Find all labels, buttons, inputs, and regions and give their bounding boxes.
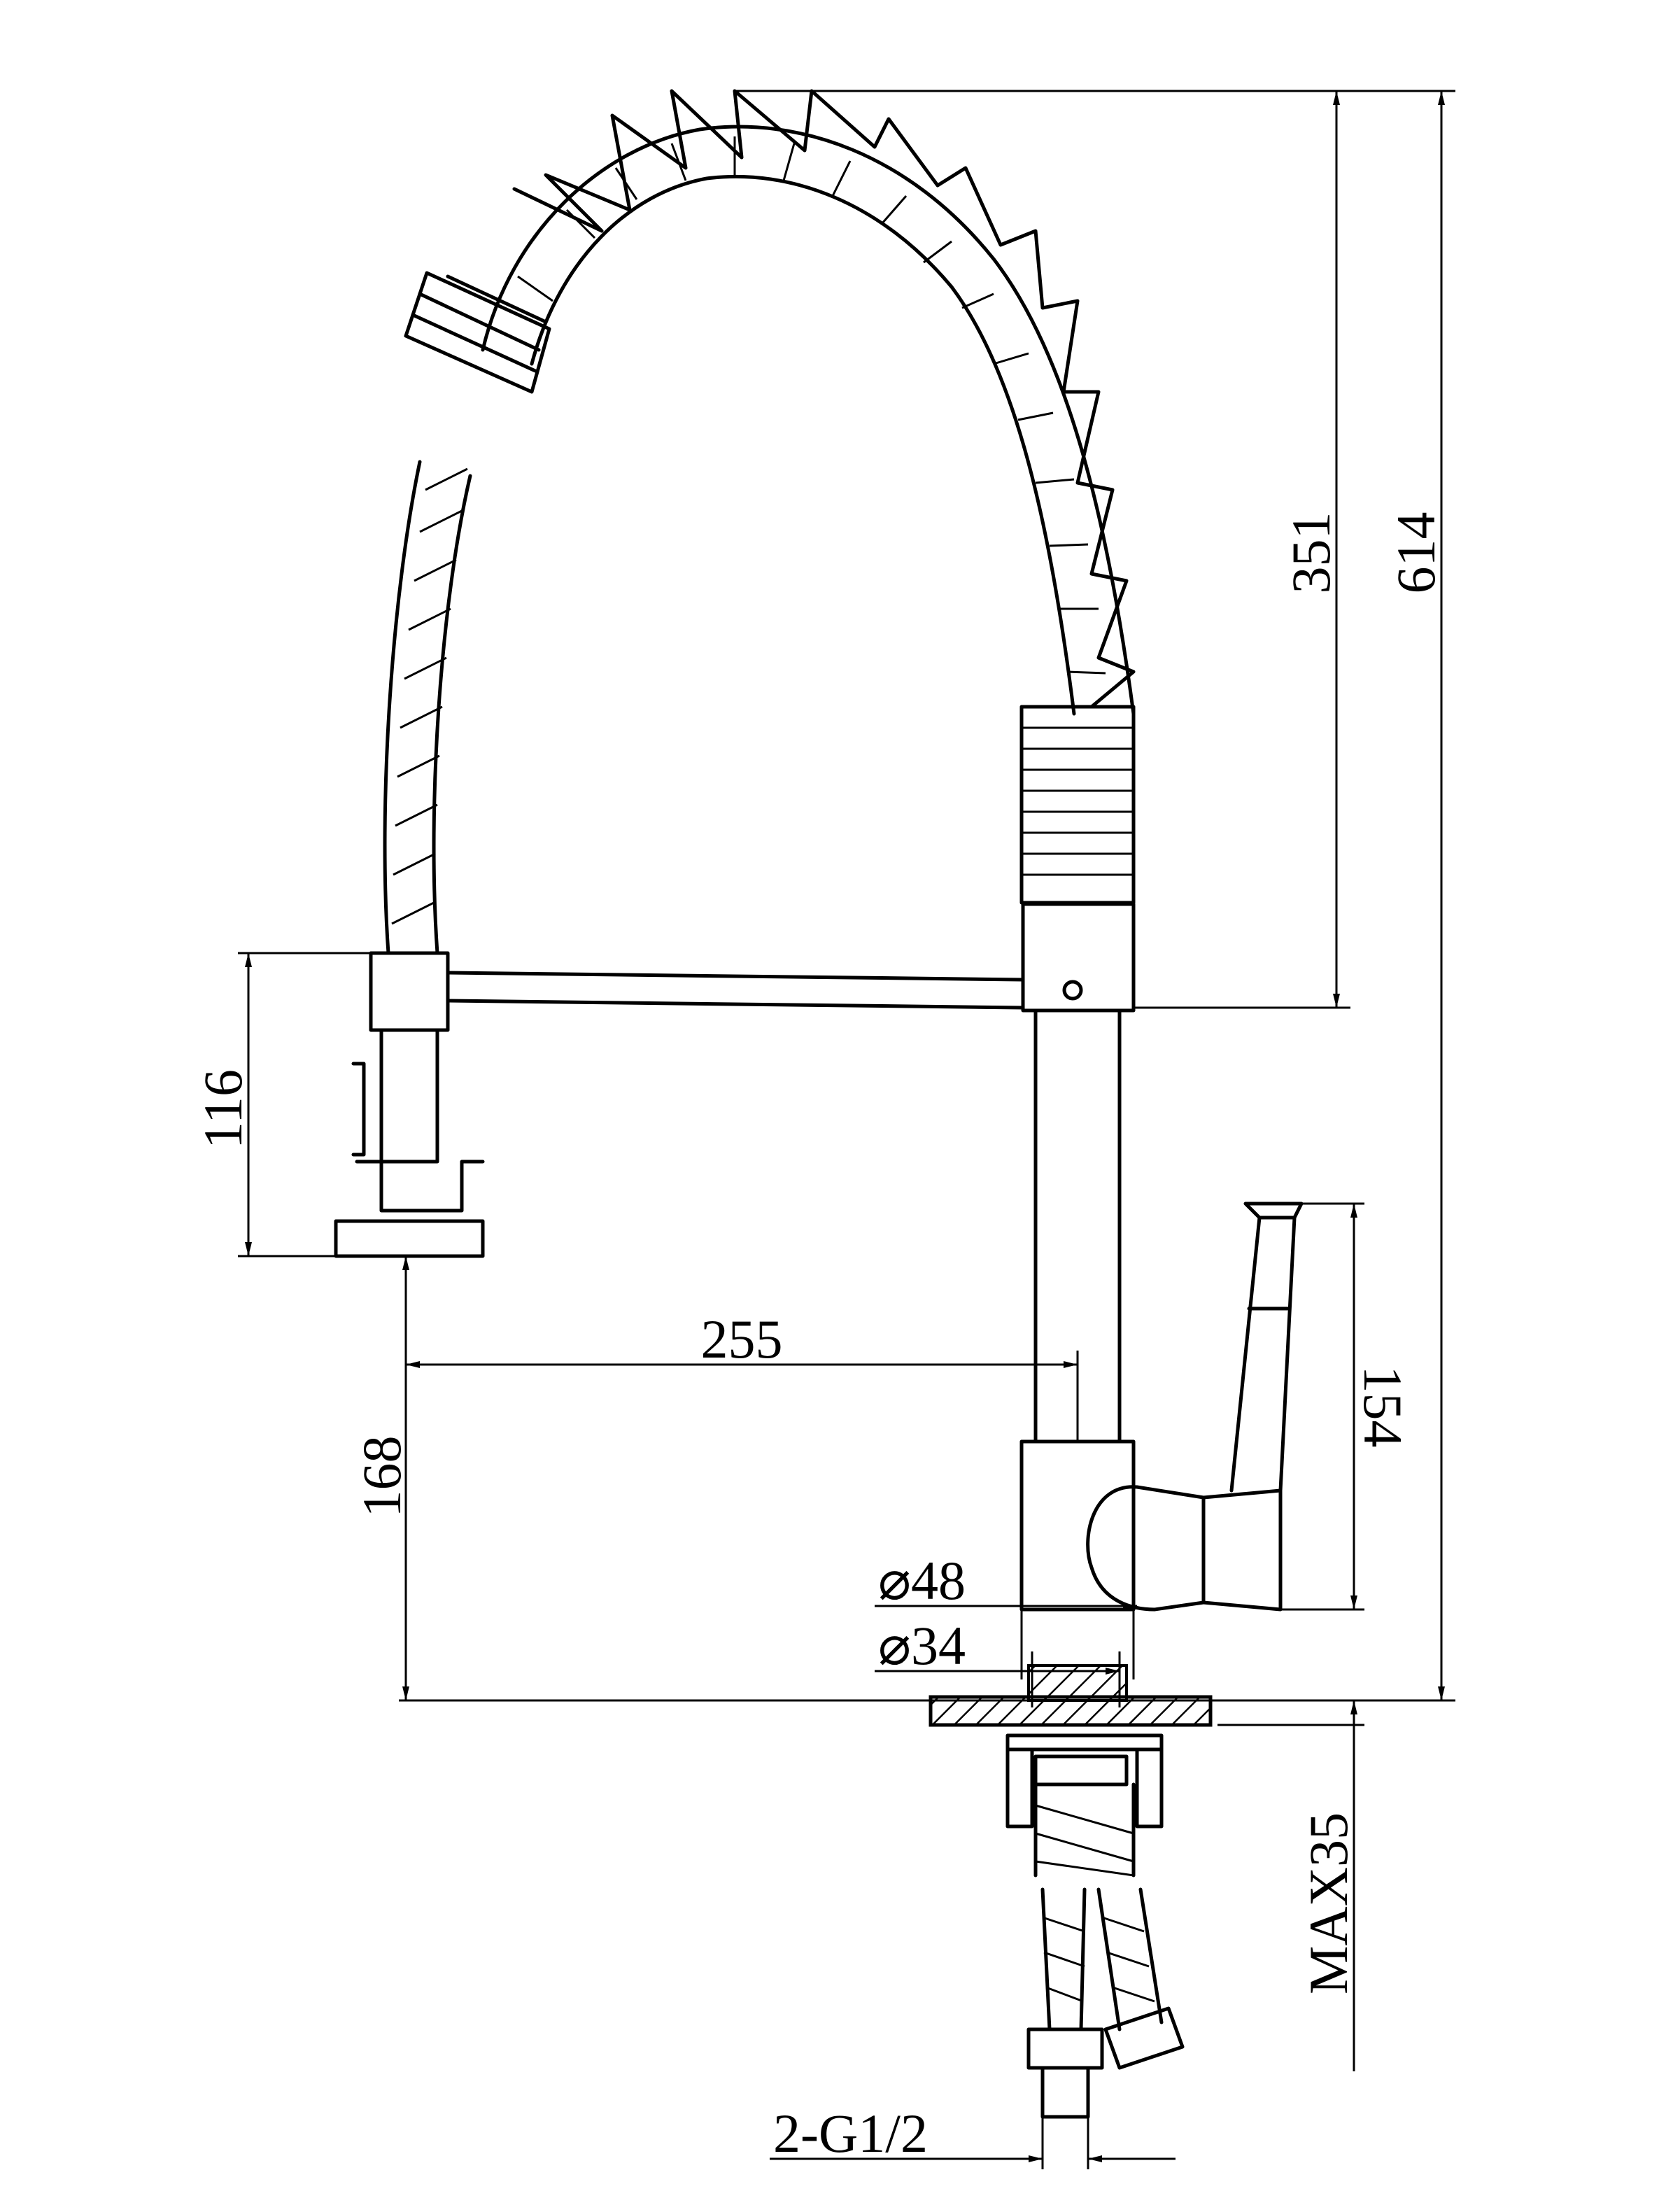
spring-coils-right: [1019, 705, 1136, 905]
dimension-labels: 351 614 116 255 168 154 ⌀48 ⌀34 MAX35 2-…: [192, 512, 1446, 2164]
dim-reach: 255: [701, 1309, 783, 1369]
dim-total-height: 614: [1385, 512, 1446, 594]
dimension-lines: [238, 90, 1455, 2169]
dim-spray-head-height: 116: [192, 1069, 253, 1149]
hose-coil-left: [404, 271, 551, 394]
spray-head: [334, 951, 485, 1258]
dim-body-diameter: ⌀48: [878, 1550, 966, 1611]
faucet-outline: [334, 89, 1304, 2119]
dim-max-deck: MAX35: [1298, 1812, 1359, 1994]
dim-spout-height: 351: [1280, 512, 1341, 594]
dim-base-diameter: ⌀34: [878, 1615, 966, 1676]
dim-clearance: 168: [351, 1436, 412, 1518]
dim-connection: 2-G1/2: [773, 2103, 928, 2164]
dim-handle-height: 154: [1353, 1366, 1413, 1448]
